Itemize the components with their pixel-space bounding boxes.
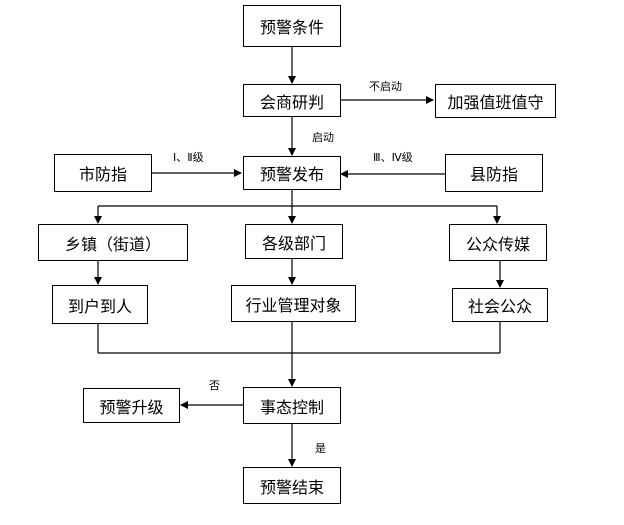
node-to-household: 到户到人 — [52, 285, 148, 324]
node-label: 事态控制 — [259, 397, 324, 417]
node-label: 市防指 — [78, 165, 127, 184]
node-strengthen-duty: 加强值班值守 — [435, 84, 556, 118]
node-warning-condition: 预警条件 — [243, 5, 341, 47]
node-label: 公众传媒 — [465, 234, 530, 254]
node-label: 会商研判 — [259, 92, 324, 112]
node-label: 加强值班值守 — [447, 93, 544, 112]
node-label: 到户到人 — [67, 296, 132, 316]
node-label: 行业管理对象 — [245, 295, 342, 315]
node-township: 乡镇（街道） — [38, 224, 188, 261]
node-label: 预警条件 — [259, 18, 324, 37]
edge-label-start: 启动 — [312, 131, 334, 144]
edge-label-yes: 是 — [315, 442, 326, 455]
node-consultation: 会商研判 — [243, 84, 341, 117]
node-label: 预警升级 — [99, 397, 164, 417]
node-label: 乡镇（街道） — [64, 234, 161, 254]
node-departments: 各级部门 — [245, 224, 343, 259]
edge-label-level-1-2: Ⅰ、Ⅱ级 — [173, 151, 204, 164]
node-industry-targets: 行业管理对象 — [231, 285, 356, 322]
node-county-command: 县防指 — [445, 154, 543, 192]
node-public-media: 公众传媒 — [449, 224, 547, 261]
node-situation-control: 事态控制 — [243, 387, 341, 424]
node-warning-end: 预警结束 — [243, 467, 341, 504]
node-label: 预警结束 — [259, 477, 324, 497]
node-general-public: 社会公众 — [452, 288, 548, 322]
node-label: 县防指 — [469, 165, 518, 184]
node-label: 各级部门 — [261, 233, 326, 253]
node-label: 预警发布 — [259, 165, 324, 184]
edge-label-no: 否 — [209, 379, 220, 392]
node-label: 社会公众 — [467, 297, 532, 316]
node-warning-upgrade: 预警升级 — [83, 388, 180, 423]
node-city-command: 市防指 — [54, 154, 152, 192]
edge-label-not-start: 不启动 — [369, 80, 402, 93]
edge-label-level-3-4: Ⅲ、Ⅳ级 — [373, 151, 413, 164]
node-warning-release: 预警发布 — [243, 156, 341, 190]
